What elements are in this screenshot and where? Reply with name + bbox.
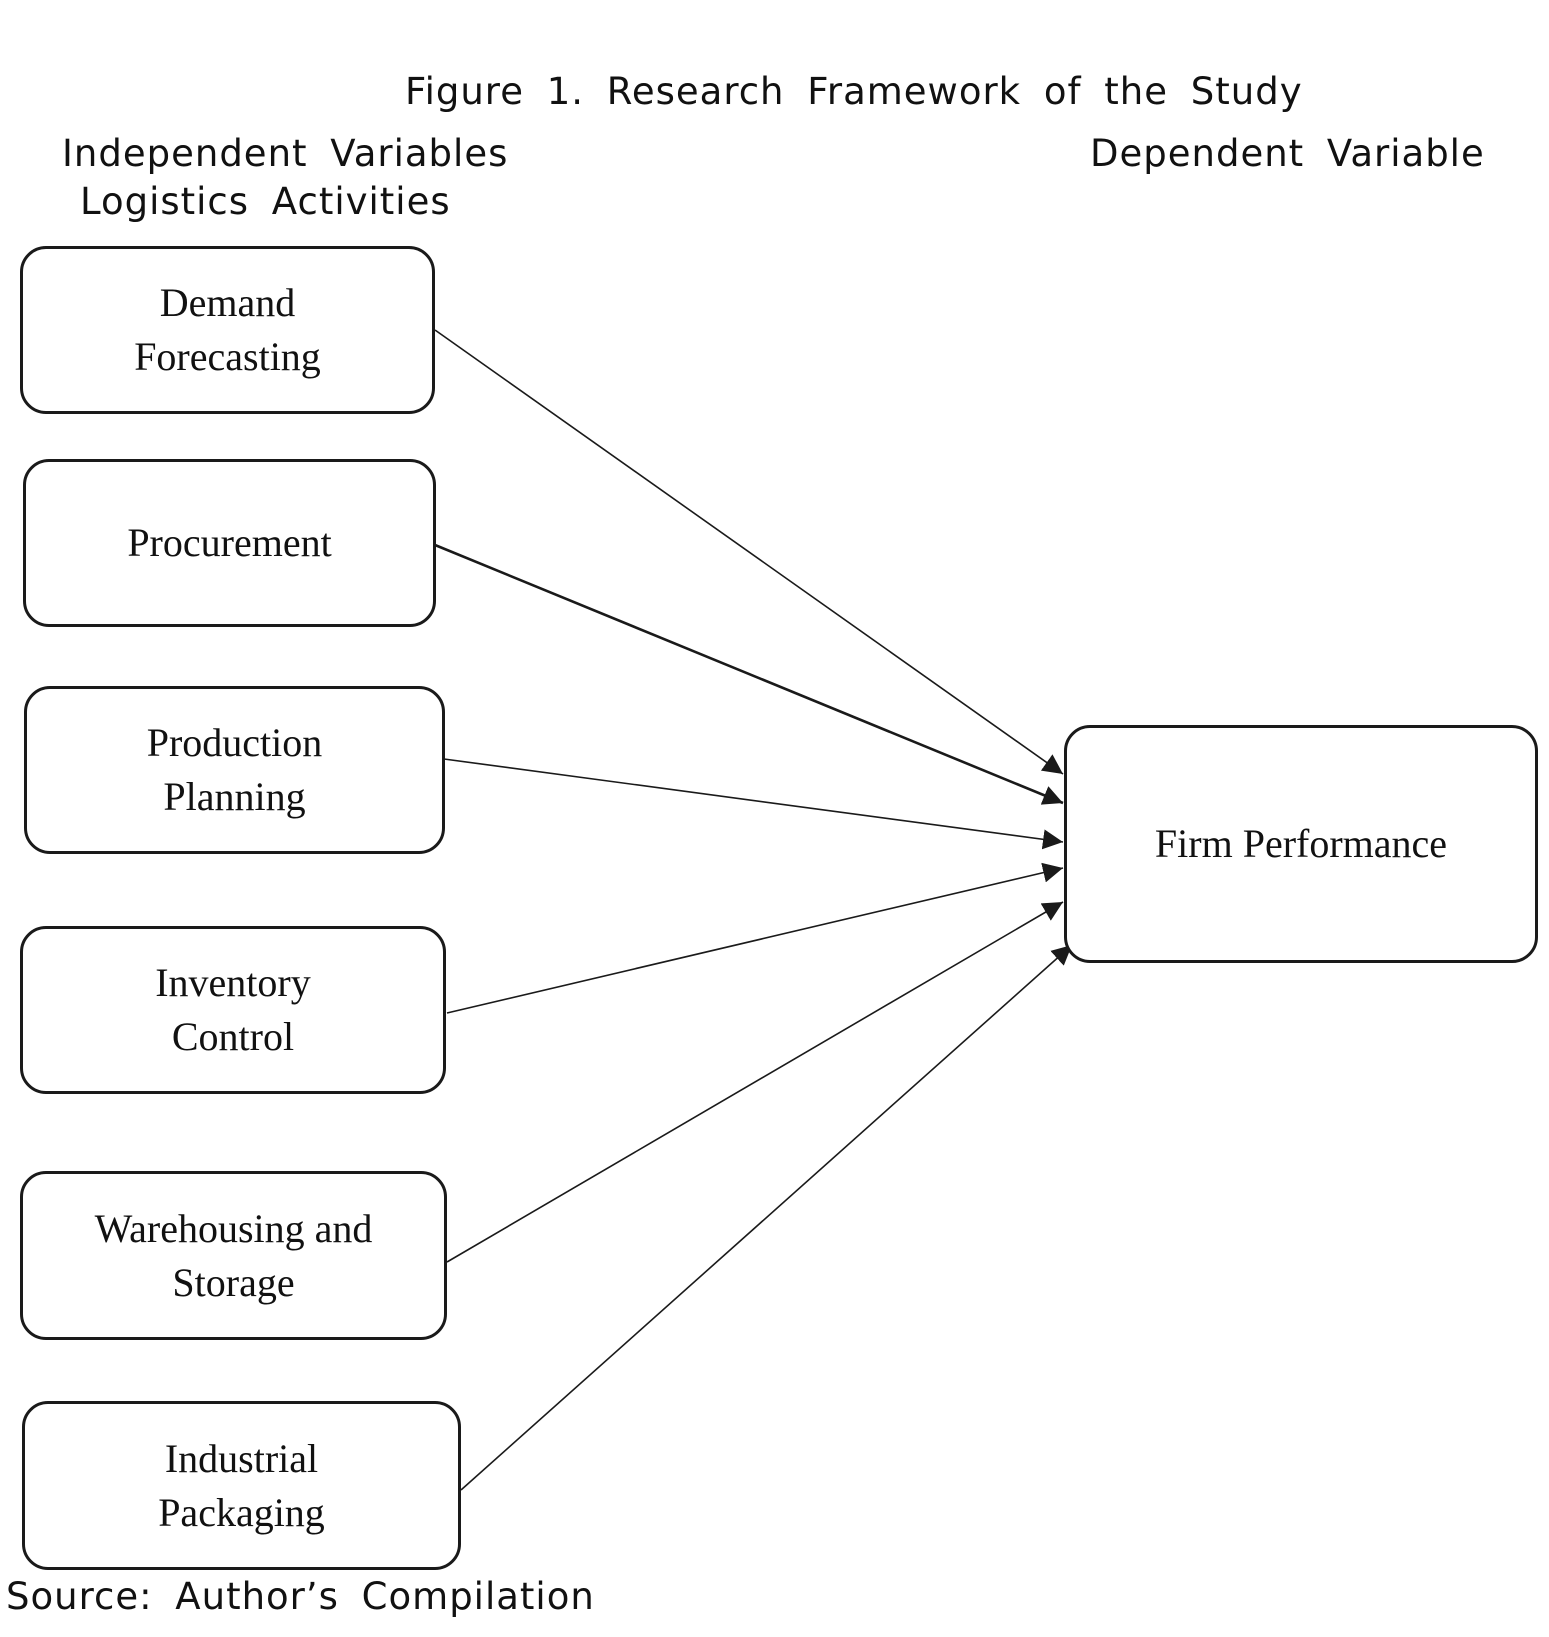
box-production-planning: Production Planning	[24, 686, 445, 854]
arrow-demand-forecasting	[434, 329, 1064, 775]
arrow-warehousing-storage	[446, 901, 1064, 1263]
box-warehousing-storage: Warehousing and Storage	[20, 1171, 447, 1340]
figure-title: Figure 1. Research Framework of the Stud…	[405, 70, 1303, 113]
independent-variables-header: Independent Variables	[62, 132, 509, 175]
box-demand-forecasting: Demand Forecasting	[20, 246, 435, 414]
box-label: Demand Forecasting	[134, 280, 321, 379]
box-label: Inventory Control	[155, 960, 311, 1059]
box-industrial-packaging: Industrial Packaging	[22, 1401, 461, 1570]
logistics-activities-header: Logistics Activities	[80, 180, 451, 223]
source-note: Source: Author’s Compilation	[6, 1575, 595, 1618]
box-label: Firm Performance	[1154, 821, 1448, 866]
box-label: Industrial Packaging	[158, 1435, 325, 1535]
dependent-variable-header: Dependent Variable	[1090, 132, 1485, 175]
box-procurement: Procurement	[23, 459, 436, 627]
box-firm-performance: Firm Performance	[1064, 725, 1538, 963]
arrow-industrial-packaging	[460, 944, 1073, 1491]
arrow-production-planning	[443, 758, 1064, 850]
box-label: Procurement	[127, 520, 332, 565]
box-label: Warehousing and Storage	[94, 1205, 373, 1305]
arrow-procurement	[434, 543, 1064, 805]
box-label: Production Planning	[146, 720, 323, 819]
box-inventory-control: Inventory Control	[20, 926, 446, 1094]
arrow-inventory-control	[446, 862, 1064, 1014]
